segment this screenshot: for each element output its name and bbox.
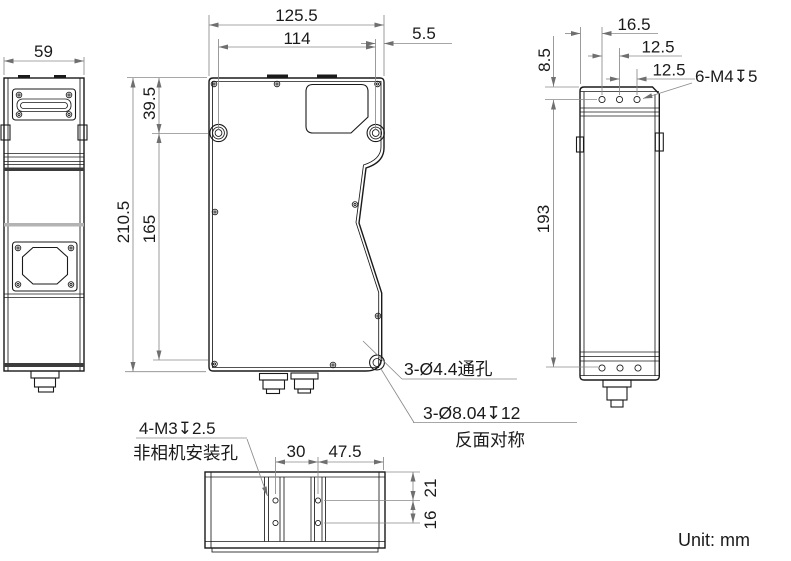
connector — [602, 379, 632, 408]
dim-label: 210.5 — [114, 201, 133, 244]
dim-front-overall-height: 210.5 — [114, 78, 136, 372]
dim-label: 21 — [421, 479, 440, 498]
dim-right-hole-pitch-2: 12.5 — [606, 61, 695, 82]
dim-label: 47.5 — [328, 442, 361, 461]
right-side-view: 16.5 12.5 12.5 8.5 193 6-M4↧5 — [534, 15, 757, 408]
dim-front-overall-width: 125.5 — [208, 6, 385, 76]
bottom-view-outline — [204, 471, 386, 549]
note-label: 6-M4↧5 — [695, 67, 757, 86]
front-view: 125.5 114 5.5 39.5 210.5 165 — [114, 6, 577, 450]
dim-front-edge-offset: 5.5 — [361, 24, 452, 46]
connector — [258, 372, 289, 395]
laser-window-recess — [16, 98, 72, 112]
camera-window-plate — [11, 241, 78, 292]
note-sublabel: 非相机安装孔 — [133, 443, 238, 463]
note-thread-m3: 4-M3↧2.5 非相机安装孔 — [133, 419, 268, 497]
dim-right-edge-to-hole: 16.5 — [565, 15, 658, 36]
note-thread-m4: 6-M4↧5 — [642, 67, 757, 99]
connector — [290, 372, 319, 394]
dim-label: 125.5 — [275, 6, 318, 25]
note-label: 4-M3↧2.5 — [139, 419, 216, 438]
side-clip-right — [654, 132, 664, 152]
dim-label: 5.5 — [412, 24, 436, 43]
dim-bottom-hole-to-edge: 47.5 — [318, 442, 384, 465]
laser-emission-slot — [20, 102, 68, 109]
note-label: 3-Ø8.04↧12 — [423, 403, 520, 423]
thread-holes-m3 — [272, 497, 322, 527]
dim-bottom-hole-pitch: 30 — [275, 442, 318, 465]
top-rail-tab — [317, 74, 337, 78]
dim-label: 8.5 — [535, 48, 554, 72]
dim-bottom-edge-to-hole: 21 — [410, 472, 440, 501]
dim-right-top-to-hole: 8.5 — [535, 36, 597, 100]
side-clip-right — [77, 124, 88, 141]
thread-holes-bottom — [598, 364, 642, 372]
plate-screws — [14, 244, 75, 288]
plate-screws — [15, 91, 73, 118]
connector — [30, 370, 60, 393]
laser-window-plate — [11, 88, 77, 121]
bottom-view: 30 47.5 21 16 4-M3↧2.5 非相机安装孔 — [133, 419, 440, 553]
top-rail-tab — [54, 75, 66, 78]
thread-holes-top — [598, 95, 641, 104]
side-clip-left — [0, 124, 11, 141]
side-clip-left — [575, 136, 585, 153]
right-view-outline — [579, 86, 660, 381]
groove-lines — [264, 477, 326, 542]
front-view-inner-line — [212, 81, 382, 368]
dim-label: 114 — [283, 29, 310, 48]
dim-bottom-hole-pitch-v: 16 — [410, 500, 440, 530]
note-sublabel: 反面对称 — [455, 430, 525, 450]
camera-window — [21, 246, 69, 285]
note-counterbore: 3-Ø8.04↧12 反面对称 — [380, 368, 577, 450]
dim-label: 12.5 — [652, 61, 685, 80]
heat-sink-window — [305, 83, 369, 134]
cover-screws — [210, 80, 382, 369]
dim-label: 16.5 — [617, 15, 650, 34]
front-view-outline — [208, 77, 385, 372]
dim-label: 193 — [534, 205, 553, 233]
dim-front-top-to-hole: 39.5 — [140, 78, 162, 134]
note-label: 3-Ø4.4通孔 — [404, 359, 493, 379]
dim-front-hole-span-height: 165 — [140, 133, 162, 360]
dim-label: 59 — [34, 42, 53, 61]
dim-label: 39.5 — [140, 87, 159, 120]
side-view: 59 — [0, 42, 88, 393]
unit-label: Unit: mm — [678, 530, 750, 550]
dim-label: 30 — [287, 442, 306, 461]
top-rail-tab — [18, 75, 30, 78]
dim-label: 12.5 — [641, 38, 674, 57]
dim-label: 16 — [421, 511, 440, 530]
dim-side-width: 59 — [3, 42, 85, 75]
dim-right-hole-span: 193 — [534, 100, 598, 368]
note-through-hole: 3-Ø4.4通孔 — [362, 340, 517, 380]
dim-right-hole-pitch-1: 12.5 — [588, 38, 682, 59]
dim-front-hole-span-width: 114 — [218, 29, 376, 130]
bottom-base-strip — [211, 547, 379, 553]
top-rail-tab — [267, 74, 288, 78]
dim-label: 165 — [140, 215, 159, 243]
